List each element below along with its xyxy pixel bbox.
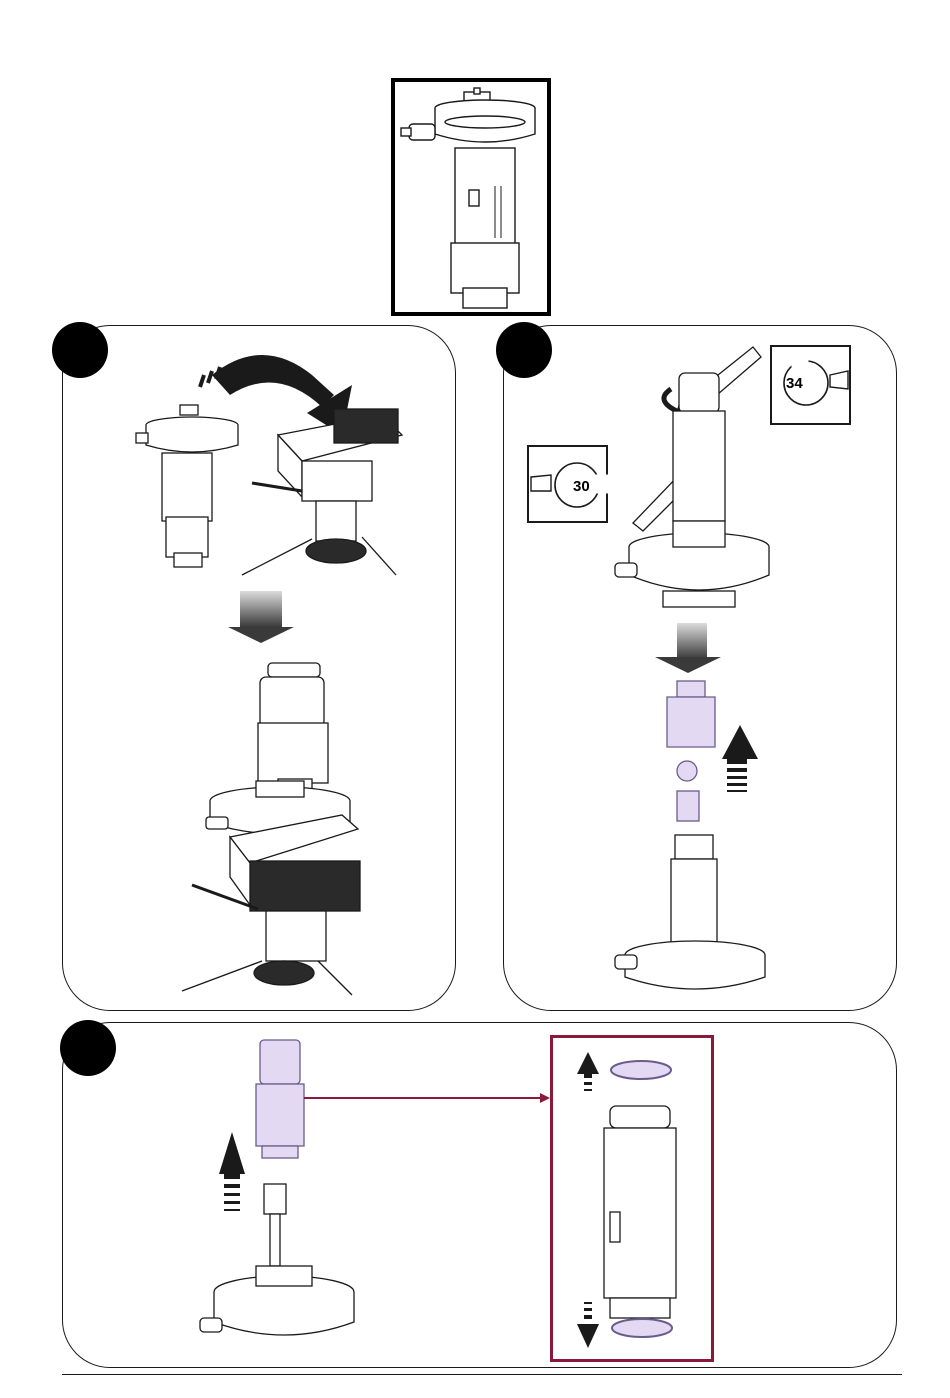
step-1-illustration	[62, 325, 456, 1011]
overview-frame	[391, 78, 551, 316]
footer-rule	[62, 1374, 902, 1375]
overview-cartridge-illustration	[391, 78, 551, 316]
step-2-illustration	[503, 325, 897, 1011]
step-3-illustration	[62, 1022, 897, 1368]
